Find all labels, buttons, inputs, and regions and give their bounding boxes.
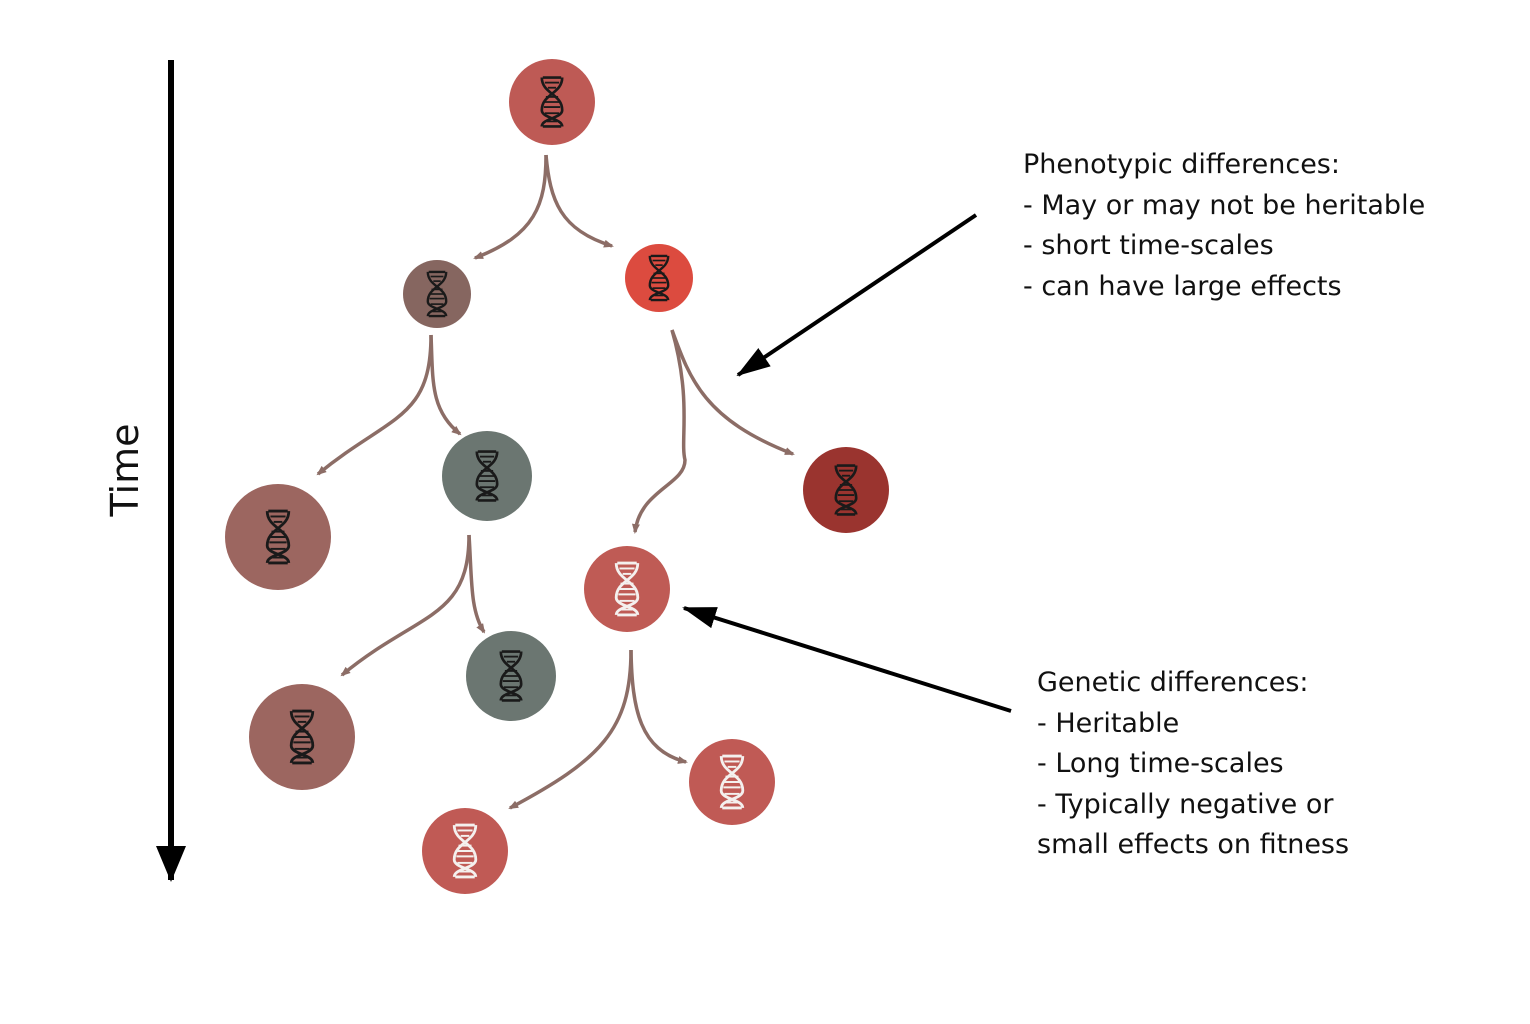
time-axis-label: Time: [103, 423, 147, 517]
branch-arrow: [629, 649, 688, 764]
branch-arrow: [508, 649, 633, 810]
cell-g1-right: [625, 244, 693, 312]
branch-arrow: [467, 534, 486, 634]
cell-root: [509, 59, 595, 145]
cell-g2-left-b: [442, 431, 532, 521]
phenotypic-arrow: [736, 213, 978, 377]
branch-arrow: [316, 334, 433, 476]
phenotypic-heading: Phenotypic differences:: [1023, 149, 1340, 180]
genetic-annotation: Genetic differences: - Heritable - Long …: [1037, 663, 1349, 866]
branch-arrow: [670, 329, 795, 456]
phenotypic-point: - May or may not be heritable: [1023, 189, 1426, 221]
genetic-heading: Genetic differences:: [1037, 667, 1309, 698]
branch-arrow: [473, 154, 548, 260]
branch-arrow: [544, 154, 614, 248]
genetic-point: - Heritable: [1037, 707, 1180, 739]
cell-g3-right-a: [422, 808, 508, 894]
cell-g2-right-b: [803, 447, 889, 533]
cell-g1-left: [403, 260, 471, 328]
cell-g2-right-a: [584, 546, 670, 632]
phenotypic-point: - short time-scales: [1023, 230, 1274, 261]
branch-arrow: [631, 329, 687, 534]
cell-g3-left-a: [249, 684, 355, 790]
branch-arrows: [316, 154, 795, 810]
cell-g3-left-b: [466, 631, 556, 721]
genetic-arrow: [682, 606, 1012, 713]
genetic-point: - Long time-scales: [1037, 748, 1284, 779]
phenotypic-point: - can have large effects: [1023, 270, 1342, 302]
cell-g3-right-b: [689, 739, 775, 825]
genetic-point: - Typically negative or: [1037, 788, 1334, 820]
branch-arrow: [429, 334, 462, 436]
phenotypic-annotation: Phenotypic differences: - May or may not…: [1023, 145, 1425, 307]
cell-g2-left-a: [225, 484, 331, 590]
genetic-point: small effects on fitness: [1037, 829, 1350, 860]
branch-arrow: [340, 534, 471, 677]
